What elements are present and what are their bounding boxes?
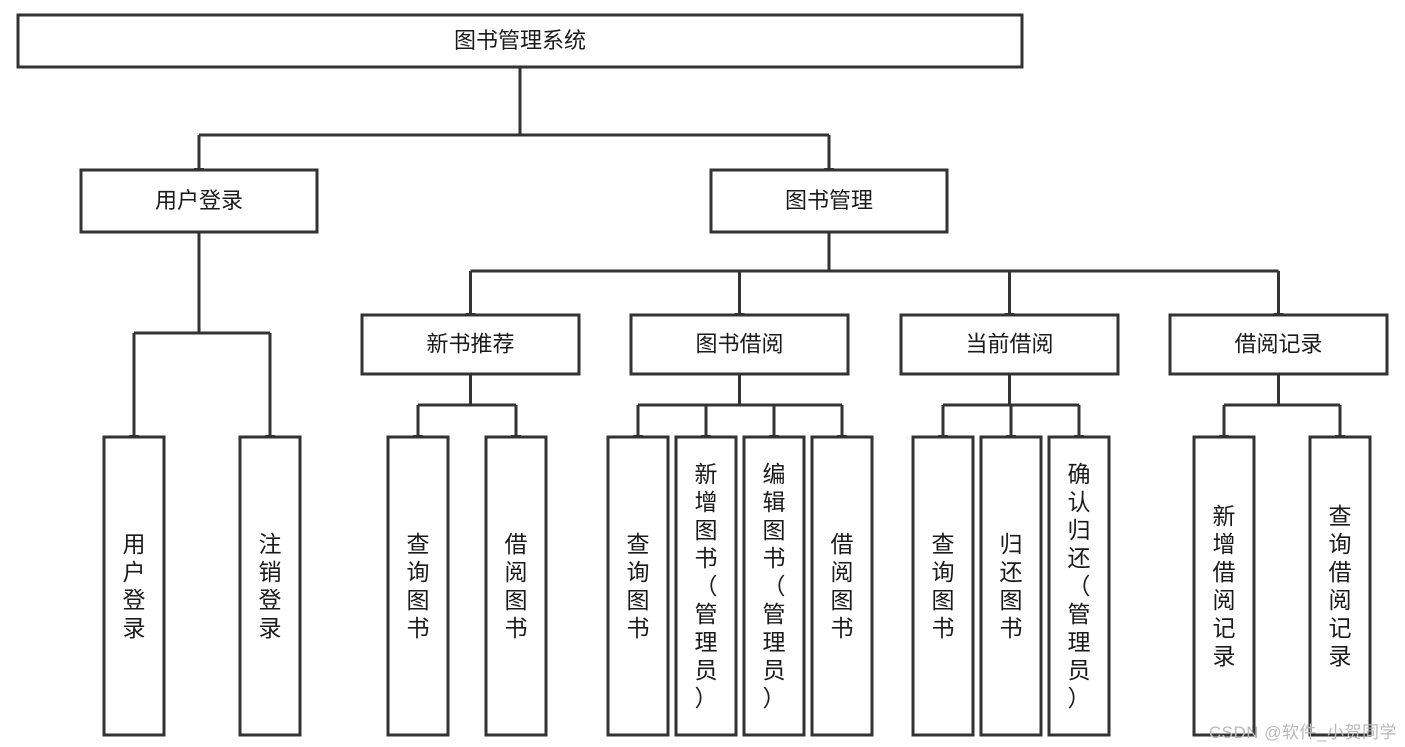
node-box-borrow-add-book xyxy=(674,435,738,737)
node-user-logout[interactable]: 注销登录 xyxy=(238,435,302,737)
node-label-record-add: 新增借阅记录 xyxy=(1213,503,1236,669)
node-current-confirm-return[interactable]: 确认归还（管理员） xyxy=(1047,435,1111,737)
node-box-user-logout xyxy=(238,435,302,737)
node-borrow-add-book[interactable]: 新增图书（管理员） xyxy=(674,435,738,737)
node-book-manage[interactable]: 图书管理 xyxy=(709,168,949,234)
node-user-login-do[interactable]: 用户登录 xyxy=(102,435,166,737)
node-label-current-confirm-return: 确认归还（管理员） xyxy=(1068,461,1091,711)
node-label-recommend-query-book: 查询图书 xyxy=(407,531,430,641)
connectors-layer xyxy=(129,67,1345,446)
node-current-borrow[interactable]: 当前借阅 xyxy=(899,313,1120,376)
node-box-recommend-borrow-book xyxy=(484,435,548,737)
node-label-borrow-add-book: 新增图书（管理员） xyxy=(695,461,718,711)
node-box-current-query-book xyxy=(911,435,975,737)
node-box-borrow-query-book xyxy=(606,435,670,737)
node-record-add[interactable]: 新增借阅记录 xyxy=(1192,435,1256,737)
node-label-borrow-query-book: 查询图书 xyxy=(627,531,650,641)
node-borrow-query-book[interactable]: 查询图书 xyxy=(606,435,670,737)
boxes-layer: 图书管理系统用户登录图书管理用户登录注销登录新书推荐查询图书借阅图书图书借阅查询… xyxy=(16,13,1389,737)
node-box-borrow-edit-book xyxy=(742,435,806,737)
node-label-root: 图书管理系统 xyxy=(454,28,586,53)
node-label-book-manage: 图书管理 xyxy=(785,188,873,213)
csdn-watermark: CSDN @软件_小贺同学 xyxy=(1208,723,1397,742)
node-recommend-borrow-book[interactable]: 借阅图书 xyxy=(484,435,548,737)
node-label-user-login-do: 用户登录 xyxy=(123,531,146,641)
node-box-borrow-borrow-book xyxy=(810,435,874,737)
node-root[interactable]: 图书管理系统 xyxy=(16,13,1024,69)
node-label-user-logout: 注销登录 xyxy=(259,531,282,641)
node-label-current-return-book: 归还图书 xyxy=(1000,531,1023,641)
node-label-recommend-borrow-book: 借阅图书 xyxy=(505,531,528,641)
node-box-user-login xyxy=(79,168,319,234)
node-label-borrow-edit-book: 编辑图书（管理员） xyxy=(763,461,786,711)
node-box-root xyxy=(16,13,1024,69)
node-label-current-borrow: 当前借阅 xyxy=(965,331,1053,356)
node-box-current-return-book xyxy=(979,435,1043,737)
node-record-query[interactable]: 查询借阅记录 xyxy=(1308,435,1372,737)
node-recommend-query-book[interactable]: 查询图书 xyxy=(386,435,450,737)
node-box-current-confirm-return xyxy=(1047,435,1111,737)
node-label-user-login: 用户登录 xyxy=(155,188,243,213)
node-book-borrow[interactable]: 图书借阅 xyxy=(629,313,850,376)
node-box-new-book-recommend xyxy=(360,313,581,376)
node-label-record-query: 查询借阅记录 xyxy=(1329,503,1352,669)
node-box-book-manage xyxy=(709,168,949,234)
node-box-user-login-do xyxy=(102,435,166,737)
node-borrow-record[interactable]: 借阅记录 xyxy=(1168,313,1389,376)
node-label-borrow-borrow-book: 借阅图书 xyxy=(831,531,854,641)
node-new-book-recommend[interactable]: 新书推荐 xyxy=(360,313,581,376)
node-label-current-query-book: 查询图书 xyxy=(932,531,955,641)
node-box-current-borrow xyxy=(899,313,1120,376)
node-box-recommend-query-book xyxy=(386,435,450,737)
node-current-return-book[interactable]: 归还图书 xyxy=(979,435,1043,737)
node-box-borrow-record xyxy=(1168,313,1389,376)
node-current-query-book[interactable]: 查询图书 xyxy=(911,435,975,737)
node-label-new-book-recommend: 新书推荐 xyxy=(426,331,514,356)
node-box-book-borrow xyxy=(629,313,850,376)
node-borrow-edit-book[interactable]: 编辑图书（管理员） xyxy=(742,435,806,737)
node-box-record-add xyxy=(1192,435,1256,737)
node-label-borrow-record: 借阅记录 xyxy=(1234,331,1322,356)
node-box-record-query xyxy=(1308,435,1372,737)
node-borrow-borrow-book[interactable]: 借阅图书 xyxy=(810,435,874,737)
node-label-book-borrow: 图书借阅 xyxy=(695,331,783,356)
node-user-login[interactable]: 用户登录 xyxy=(79,168,319,234)
